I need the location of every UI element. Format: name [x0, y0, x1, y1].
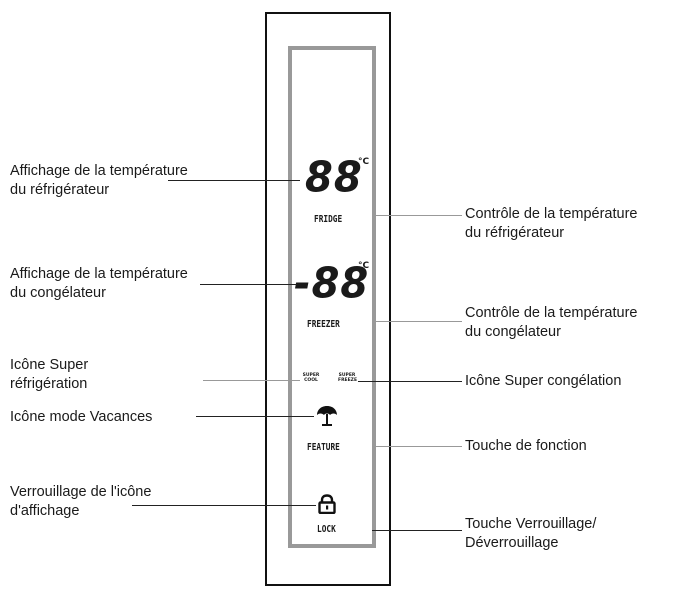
label-function-key: Touche de fonction — [465, 437, 587, 456]
display-area — [288, 46, 376, 548]
label-freezer-temperature-control: Contrôle de la température du congélateu… — [465, 304, 638, 342]
label-line: d'affichage — [10, 503, 80, 519]
label-line: Contrôle de la température — [465, 206, 638, 222]
umbrella-tree-icon — [317, 406, 337, 426]
freezer-unit-label: °C — [358, 261, 370, 271]
label-freezer-temperature-display: Affichage de la température du congélate… — [10, 265, 188, 303]
label-lock-display-icon: Verrouillage de l'icône d'affichage — [10, 483, 151, 521]
super-cool-icon: SUPER COOL — [302, 373, 320, 383]
leader-line-holiday-icon — [196, 416, 314, 418]
label-line: du réfrigérateur — [10, 182, 110, 198]
label-super-freeze-icon: Icône Super congélation — [465, 372, 621, 391]
leader-line-fridge-control — [376, 215, 462, 217]
label-super-cool-icon: Icône Super réfrigération — [10, 356, 88, 394]
label-line: Déverrouillage — [465, 535, 559, 551]
label-line: réfrigération — [10, 376, 88, 392]
control-panel-frame — [265, 12, 391, 586]
fridge-temperature-display: 88 — [305, 153, 363, 203]
label-line: Affichage de la température — [10, 266, 188, 282]
label-line: Affichage de la température — [10, 163, 188, 179]
label-line: Touche Verrouillage/ — [465, 516, 597, 532]
super-freeze-icon: SUPER FREEZE — [338, 373, 358, 383]
label-line: Verrouillage de l'icône — [10, 484, 152, 500]
label-line: Icône mode Vacances — [10, 409, 153, 425]
label-line: Icône Super — [10, 357, 89, 373]
label-line: du réfrigérateur — [465, 225, 565, 241]
super-cool-line2: COOL — [304, 378, 318, 383]
freezer-temperature-display: -88 — [294, 259, 370, 309]
super-cool-line1: SUPER — [302, 373, 320, 378]
freezer-label: FREEZER — [307, 319, 340, 330]
label-holiday-mode-icon: Icône mode Vacances — [10, 408, 152, 427]
lock-button[interactable]: LOCK — [317, 524, 336, 535]
label-line: du congélateur — [10, 285, 106, 301]
label-line: Touche de fonction — [465, 438, 587, 454]
label-line: du congélateur — [465, 324, 561, 340]
label-fridge-temperature-control: Contrôle de la température du réfrigérat… — [465, 205, 638, 243]
label-line: Icône Super congélation — [465, 373, 622, 389]
padlock-icon — [318, 494, 336, 514]
fridge-unit-label: °C — [358, 157, 370, 167]
leader-line-lock-icon — [132, 505, 316, 507]
leader-line-super-cool — [203, 380, 300, 382]
label-line: Contrôle de la température — [465, 305, 638, 321]
super-freeze-line1: SUPER — [338, 373, 356, 378]
leader-line-fridge-display — [168, 180, 300, 182]
leader-line-super-freeze — [358, 381, 462, 383]
fridge-label: FRIDGE — [314, 214, 343, 225]
label-lock-unlock-key: Touche Verrouillage/ Déverrouillage — [465, 515, 596, 553]
label-fridge-temperature-display: Affichage de la température du réfrigéra… — [10, 162, 188, 200]
feature-button[interactable]: FEATURE — [307, 442, 340, 453]
super-freeze-line2: FREEZE — [338, 378, 358, 383]
leader-line-freezer-display — [200, 284, 297, 286]
leader-line-freezer-control — [376, 321, 462, 323]
leader-line-function-key — [376, 446, 462, 448]
leader-line-lock-key — [372, 530, 462, 532]
